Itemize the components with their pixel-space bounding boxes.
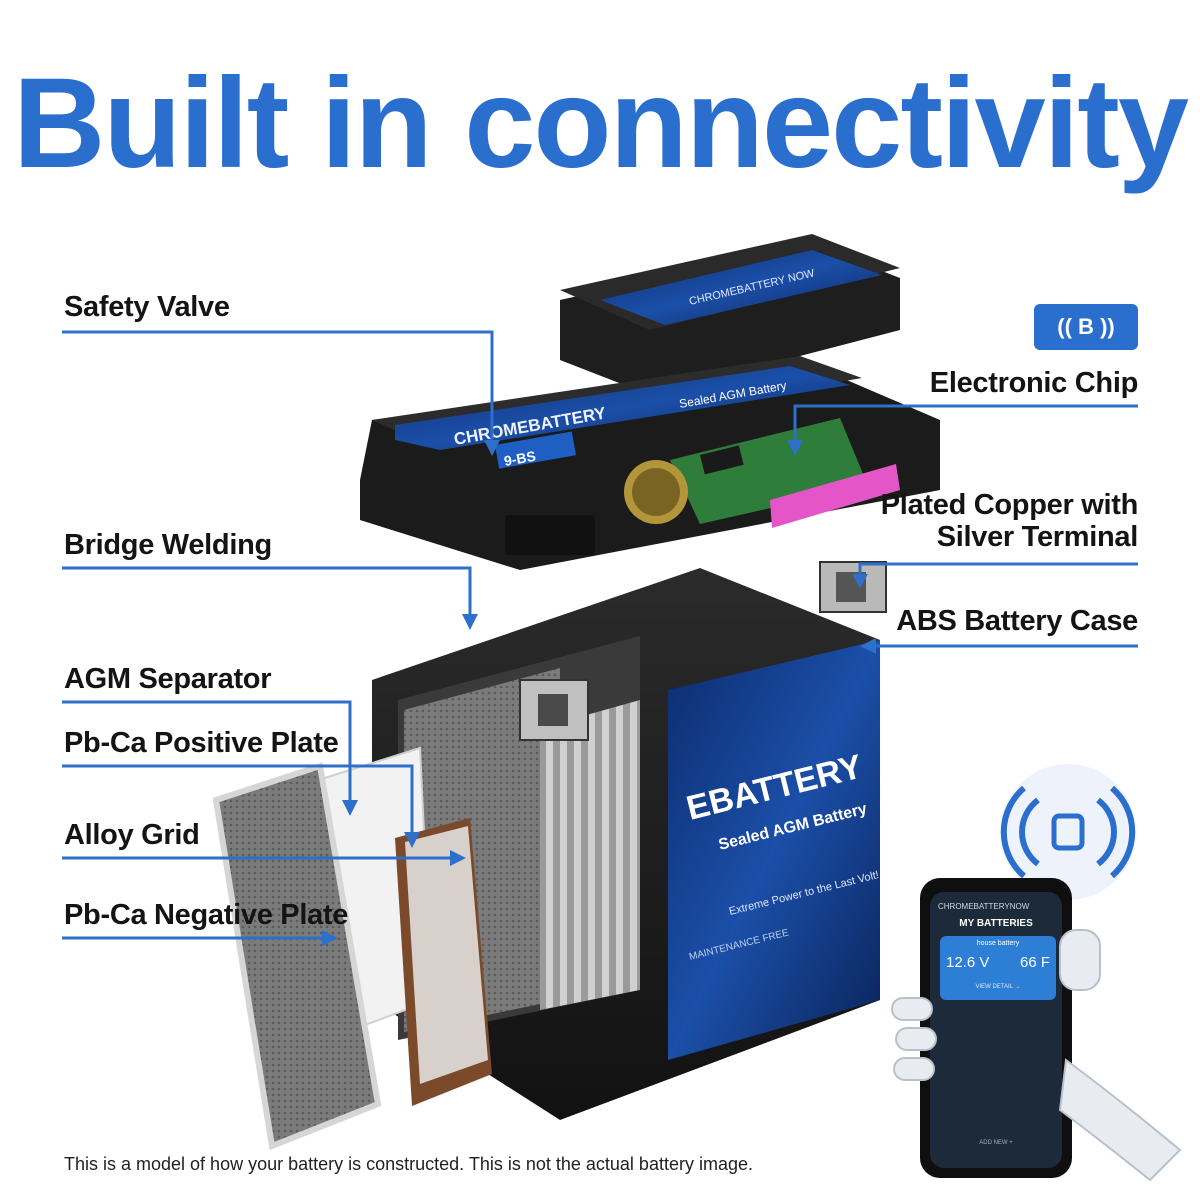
label-plated-copper-line2: Silver Terminal xyxy=(936,520,1139,553)
phone-screen-title: MY BATTERIES xyxy=(959,918,1033,929)
page-title: Built in connectivity xyxy=(12,52,1189,195)
battery-card[interactable]: house battery 12.6 V 66 F VIEW DETAIL → xyxy=(940,936,1056,1000)
label-bridge-welding: Bridge Welding xyxy=(64,529,272,561)
voltage-value: 12.6 V xyxy=(946,954,990,971)
label-plated-copper: Plated Copper with Silver Terminal xyxy=(880,489,1139,554)
battery-lid: CHROMEBATTERY Sealed AGM Battery 9-BS xyxy=(360,356,940,570)
robot-hand-icon xyxy=(891,929,1182,1182)
negative-plate-sheet xyxy=(212,762,382,1151)
label-safety-valve: Safety Valve xyxy=(64,291,230,323)
footnote: This is a model of how your battery is c… xyxy=(64,1154,753,1174)
badge-waves-right-icon: )) xyxy=(1100,314,1115,339)
label-abs-case: ABS Battery Case xyxy=(896,605,1138,637)
callout-lines xyxy=(62,330,1138,940)
label-alloy-grid: Alloy Grid xyxy=(64,819,200,851)
label-positive-plate: Pb-Ca Positive Plate xyxy=(64,727,339,759)
battery-name: house battery xyxy=(976,940,1020,947)
label-plated-copper-line1: Plated Copper with xyxy=(880,489,1139,521)
temperature-value: 66 F xyxy=(1019,954,1050,971)
callout-arrowheads xyxy=(322,440,876,946)
phone-icon xyxy=(920,878,1072,1178)
label-negative-plate: Pb-Ca Negative Plate xyxy=(64,899,349,931)
electronic-chip xyxy=(670,418,868,524)
view-detail-link[interactable]: VIEW DETAIL → xyxy=(975,984,1021,990)
label-electronic-chip: Electronic Chip xyxy=(929,367,1139,399)
valve-cover: CHROMEBATTERY NOW xyxy=(560,234,900,395)
add-new-button[interactable]: ADD NEW + xyxy=(979,1140,1013,1146)
badge-waves-left-icon: (( xyxy=(1057,314,1072,339)
phone-brand: CHROMEBATTERYNOW xyxy=(938,902,1030,911)
label-agm-separator: AGM Separator xyxy=(64,663,272,695)
phone-screen: CHROMEBATTERYNOW MY BATTERIES house batt… xyxy=(930,892,1062,1168)
pink-pad xyxy=(770,464,900,528)
badge-letter: B xyxy=(1078,314,1094,339)
bluetooth-badge-icon: (( B )) xyxy=(1034,304,1138,350)
battery-case: EBATTERY Sealed AGM Battery Extreme Powe… xyxy=(372,568,880,1120)
terminal-right xyxy=(819,561,887,613)
connectivity-waves-icon xyxy=(1000,764,1136,900)
exploded-plates xyxy=(212,746,492,1151)
model-number: 9-BS xyxy=(503,448,537,469)
